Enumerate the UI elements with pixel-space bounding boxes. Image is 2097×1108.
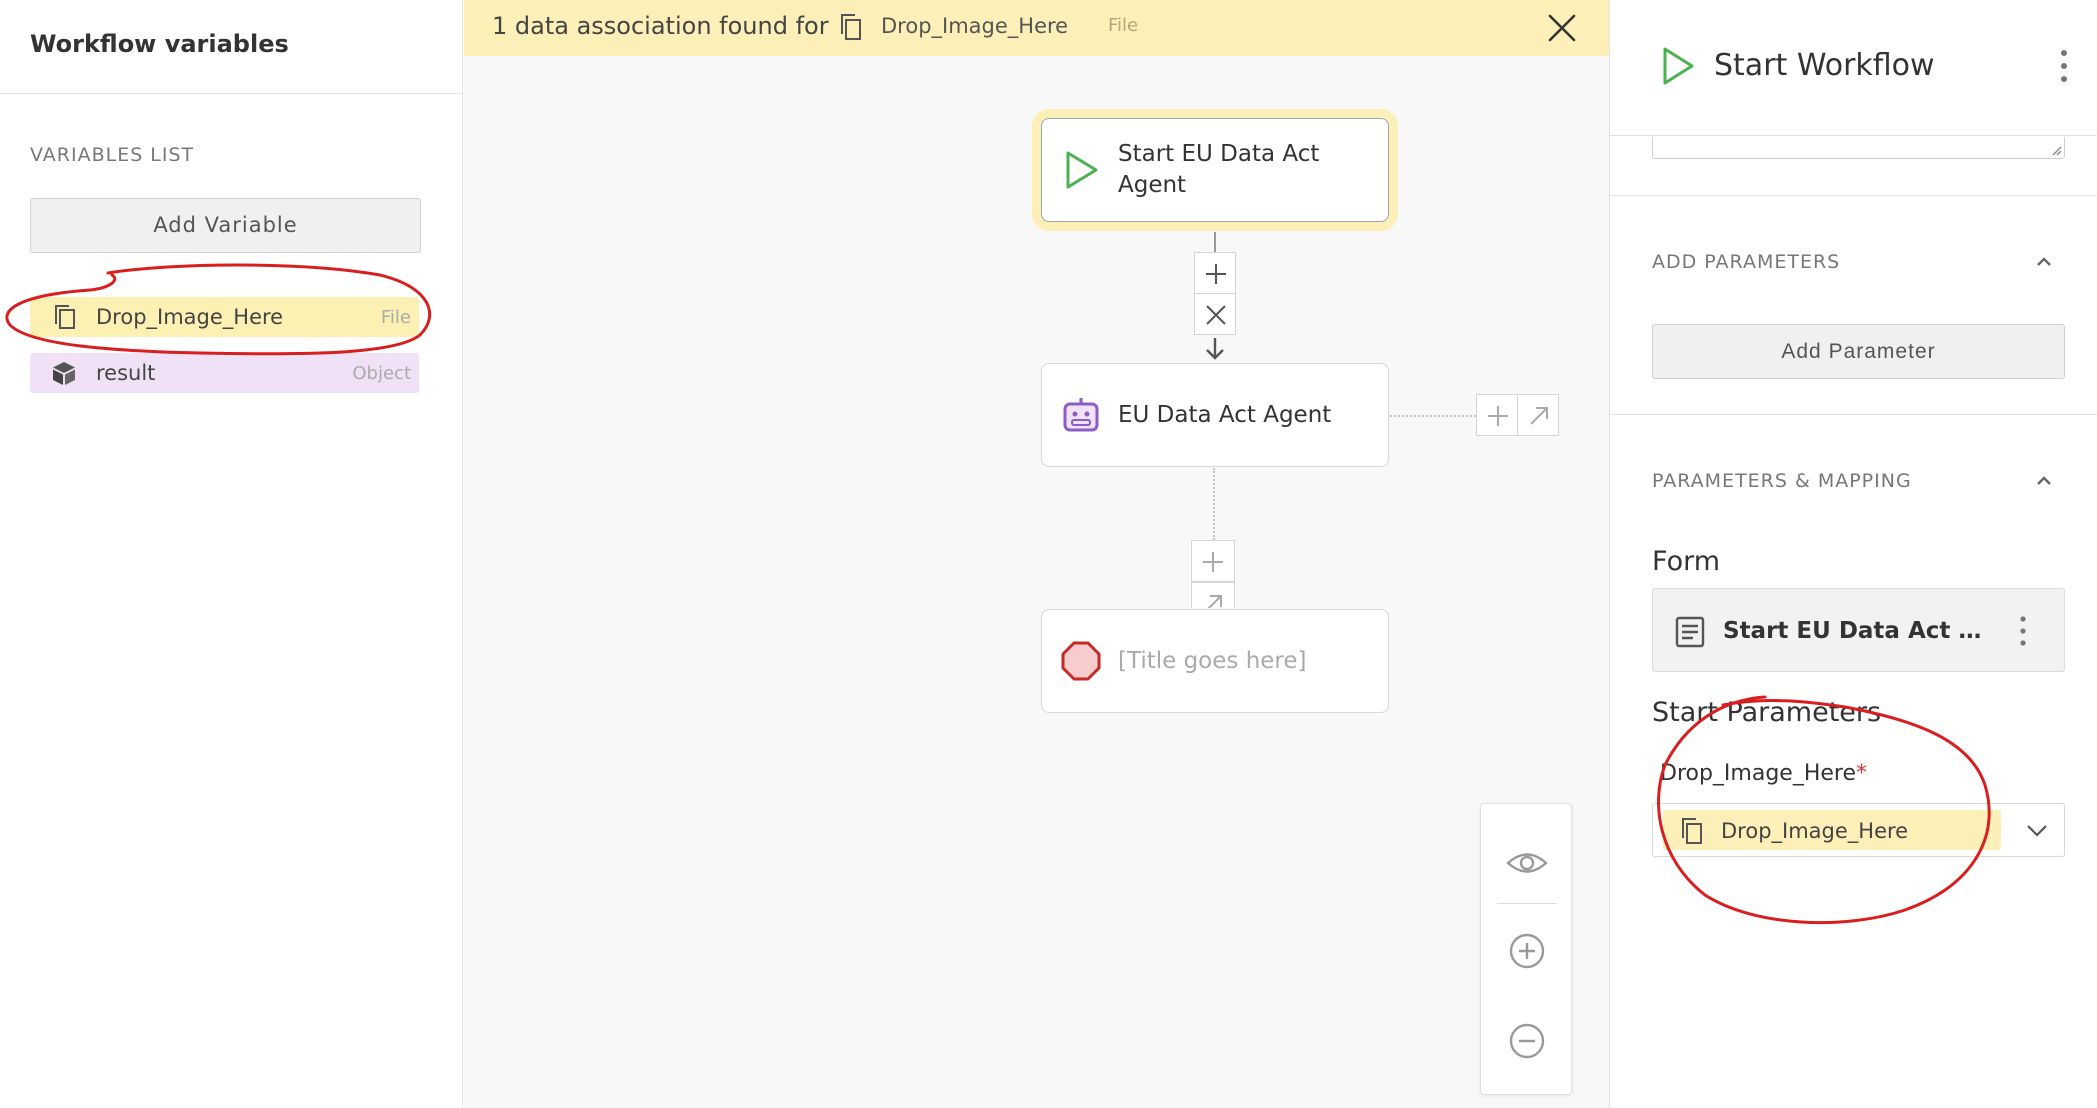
play-icon	[1663, 47, 1694, 85]
parameter-name: Drop_Image_Here	[1660, 761, 1857, 786]
plus-icon	[1203, 552, 1223, 572]
link-branch-button[interactable]	[1517, 394, 1559, 436]
variable-type: File	[380, 307, 411, 328]
variable-item-drop-image-here[interactable]: Drop_Image_Here File	[30, 297, 419, 337]
parameter-mapping-select[interactable]: Drop_Image_Here	[1652, 803, 2065, 857]
zoom-in-icon[interactable]	[1504, 928, 1550, 974]
play-icon	[1066, 151, 1098, 189]
node-title: [Title goes here]	[1118, 648, 1307, 674]
plus-icon	[1488, 406, 1508, 426]
data-association-banner: 1 data association found for Drop_Image_…	[464, 0, 1609, 56]
selected-value: Drop_Image_Here	[1721, 819, 1909, 843]
workflow-variables-panel: Workflow variables VARIABLES LIST Add Va…	[0, 0, 463, 1108]
node-title: EU Data Act Agent	[1118, 402, 1332, 428]
form-name: Start EU Data Act A...	[1723, 618, 1983, 644]
zoom-divider	[1497, 903, 1557, 904]
link-step-button[interactable]	[1191, 582, 1235, 608]
branch-line	[1390, 415, 1476, 417]
arrow-up-right-icon	[1530, 407, 1548, 425]
plus-icon	[1206, 264, 1226, 284]
banner-variable-type: File	[1108, 15, 1139, 36]
zoom-controls	[1480, 803, 1572, 1095]
node-title: Start EU Data Act Agent	[1118, 141, 1320, 198]
banner-message: 1 data association found for	[492, 12, 829, 40]
agent-node[interactable]: EU Data Act Agent	[1041, 363, 1389, 467]
section-divider	[1610, 414, 2097, 415]
variable-name: Drop_Image_Here	[96, 305, 284, 329]
arrow-up-right-icon	[1207, 595, 1222, 608]
add-branch-button[interactable]	[1476, 394, 1518, 436]
start-parameters-label: Start Parameters	[1652, 697, 1882, 728]
section-divider	[1610, 195, 2097, 196]
connector-line	[1214, 232, 1216, 252]
start-node[interactable]: Start EU Data Act Agent	[1041, 118, 1389, 222]
variable-item-result[interactable]: result Object	[30, 353, 419, 393]
insert-step-button[interactable]	[1191, 540, 1235, 582]
remove-link-button[interactable]	[1194, 293, 1236, 335]
chevron-up-icon[interactable]	[2034, 474, 2054, 488]
more-options-icon[interactable]	[2018, 615, 2028, 647]
header-divider	[0, 93, 463, 94]
variables-list-label: VARIABLES LIST	[30, 144, 195, 166]
header-divider	[1610, 135, 2097, 136]
required-marker: *	[1856, 761, 1868, 786]
end-node[interactable]: [Title goes here]	[1041, 609, 1389, 713]
insert-step-button[interactable]	[1194, 252, 1236, 294]
zoom-out-icon[interactable]	[1504, 1018, 1550, 1064]
variable-name: result	[96, 361, 156, 385]
workflow-canvas[interactable]: 1 data association found for Drop_Image_…	[464, 0, 1609, 1108]
eye-icon[interactable]	[1504, 840, 1550, 886]
add-parameters-section-label: ADD PARAMETERS	[1652, 251, 1841, 273]
file-copy-icon	[55, 305, 75, 329]
close-icon	[1206, 305, 1226, 325]
selected-variable-chip: Drop_Image_Here	[1663, 810, 2001, 850]
close-icon[interactable]	[1544, 10, 1580, 46]
file-copy-icon	[841, 14, 861, 40]
robot-icon	[1063, 398, 1099, 432]
panel-title: Start Workflow	[1714, 48, 1935, 83]
form-label: Form	[1652, 546, 1721, 577]
description-textarea[interactable]	[1652, 137, 2065, 159]
variable-type: Object	[352, 363, 411, 384]
dotted-connector	[1213, 468, 1215, 540]
resize-handle-icon[interactable]	[2050, 144, 2062, 156]
more-options-icon[interactable]	[2058, 48, 2070, 84]
cube-icon	[53, 362, 75, 385]
add-variable-button[interactable]: Add Variable	[30, 198, 421, 253]
parameters-mapping-section-label: PARAMETERS & MAPPING	[1652, 470, 1912, 492]
stop-icon	[1061, 641, 1101, 681]
banner-variable-name: Drop_Image_Here	[881, 14, 1069, 38]
document-icon	[1675, 616, 1705, 648]
chevron-up-icon[interactable]	[2034, 255, 2054, 269]
chevron-down-icon[interactable]	[2025, 822, 2049, 838]
panel-title: Workflow variables	[30, 30, 289, 58]
properties-panel: Start Workflow ADD PARAMETERS Add Parame…	[1609, 0, 2097, 1108]
add-parameter-button[interactable]: Add Parameter	[1652, 324, 2065, 379]
form-card[interactable]: Start EU Data Act A...	[1652, 588, 2065, 672]
arrow-down-icon	[1206, 338, 1224, 360]
file-copy-icon	[1682, 818, 1702, 844]
parameter-label: Drop_Image_Here*	[1660, 761, 1867, 786]
